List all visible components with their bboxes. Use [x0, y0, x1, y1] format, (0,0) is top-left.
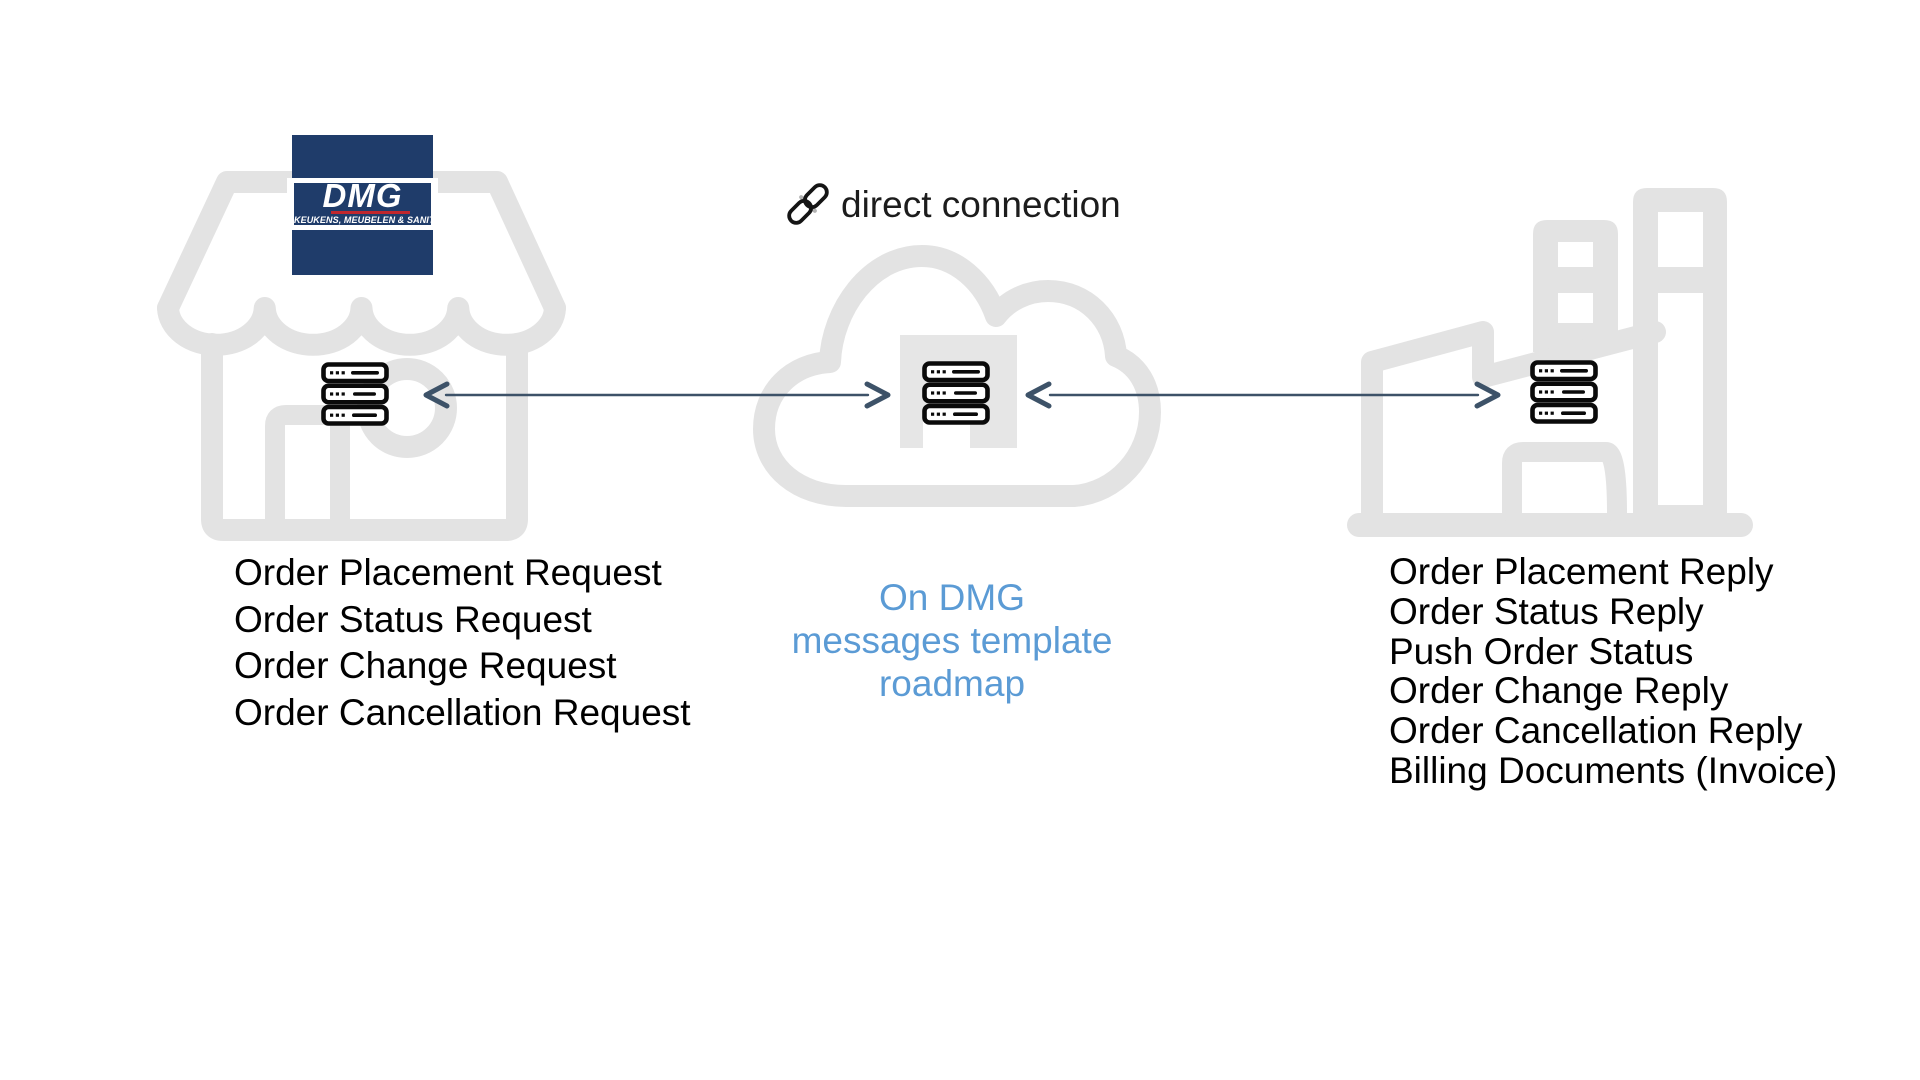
factory-chimney-right	[1633, 188, 1727, 513]
arrow-store-cloud	[423, 381, 891, 409]
dmg-logo-tagline: KEUKENS, MEUBELEN & SANITAIR	[294, 215, 450, 225]
message-line: Order Change Reply	[1389, 670, 1729, 712]
factory-door	[1502, 442, 1627, 523]
cloud-outline	[753, 245, 1161, 507]
message-line: Order Placement Reply	[1389, 551, 1774, 592]
factory-chimney-center	[1533, 220, 1618, 352]
message-line: Order Cancellation Request	[234, 691, 691, 733]
factory-icon	[1347, 188, 1753, 537]
dmg-logo-underline	[330, 211, 411, 214]
direct-connection-label: direct connection	[841, 184, 1121, 225]
message-line: Order Change Request	[234, 645, 617, 686]
factory-base	[1347, 513, 1753, 537]
message-line: messages template	[791, 620, 1113, 661]
cloud-icon	[753, 245, 1161, 507]
message-line: Push Order Status	[1389, 630, 1694, 672]
message-line: Order Placement Request	[234, 552, 662, 593]
arrow-cloud-factory	[1025, 381, 1501, 409]
storefront-awning	[157, 297, 566, 356]
dmg-logo-title: DMG	[322, 177, 403, 214]
message-line: Order Status Reply	[1389, 590, 1704, 632]
link-icon	[787, 183, 829, 225]
dmg-logo: DMG KEUKENS, MEUBELEN & SANITAIR	[287, 135, 450, 275]
message-line: Billing Documents (Invoice)	[1389, 749, 1838, 791]
storefront-body	[201, 333, 528, 541]
message-line: On DMG	[879, 577, 1025, 618]
message-line: roadmap	[878, 663, 1026, 704]
message-line: Order Cancellation Reply	[1389, 710, 1803, 752]
dmg-logo-inner: DMG KEUKENS, MEUBELEN & SANITAIR	[294, 177, 450, 225]
message-line: Order Status Request	[234, 598, 592, 640]
